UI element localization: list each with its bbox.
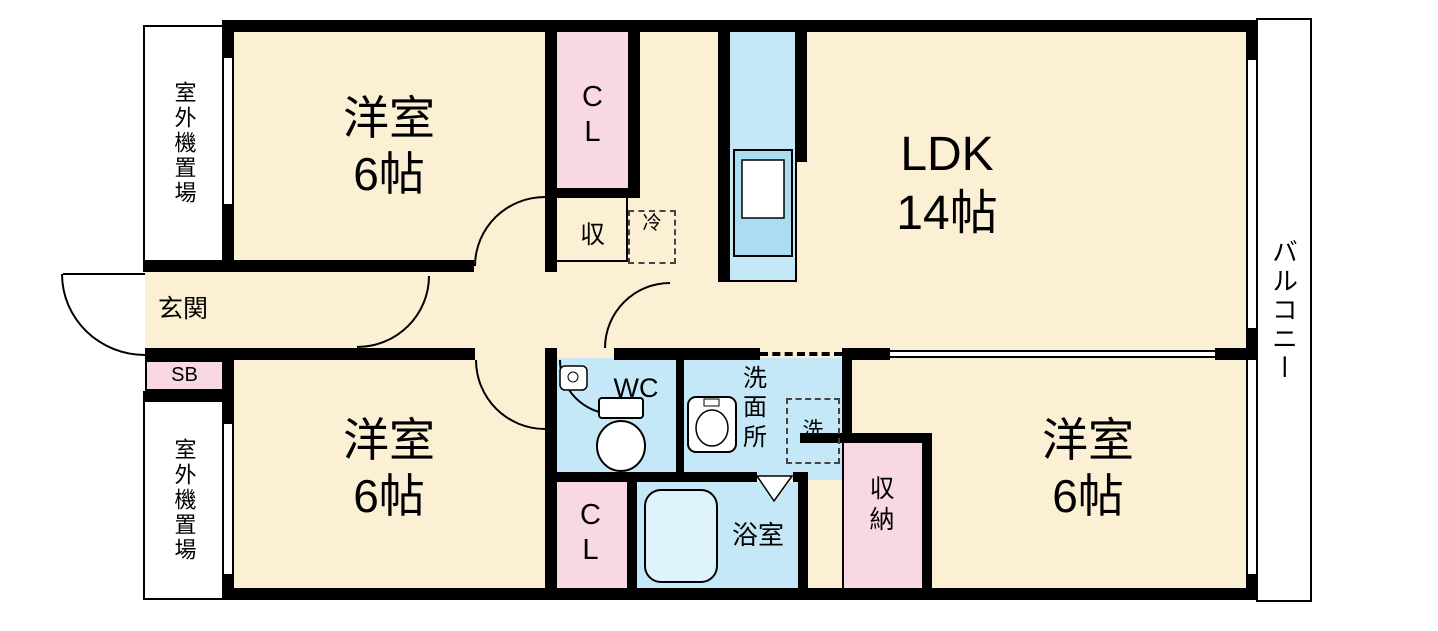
- wall-bedroom-bl-right: [545, 360, 557, 588]
- washer-space: [786, 398, 840, 464]
- wall-top: [222, 20, 1258, 32]
- kitchen-strip: [730, 32, 797, 280]
- bedroom-bottom-right-label: 洋室 6帖: [1042, 414, 1134, 523]
- small-storage-label: 収: [579, 221, 605, 249]
- balcony-label: バルコニー: [1268, 237, 1299, 383]
- washroom-sliding-door: [760, 352, 842, 356]
- wall-bath-right: [798, 472, 808, 588]
- wall-hall-east: [842, 348, 890, 360]
- outdoor-unit-top-label: 室外機置場: [171, 81, 197, 206]
- entrance-area: [145, 272, 222, 348]
- wall-junction-block: [545, 348, 557, 360]
- closet-top-label: C L: [582, 81, 603, 149]
- closet-top-area: [557, 32, 628, 188]
- wall-kitchen-left: [718, 20, 730, 282]
- line-kitchen-right-low: [795, 162, 797, 282]
- wall-bath-top: [557, 472, 757, 482]
- wall-storage-right: [922, 443, 932, 588]
- wall-closet-top-left: [545, 20, 557, 272]
- outdoor-unit-space-bottom: 室外機置場: [143, 400, 224, 600]
- shoebox-label: SB: [171, 364, 198, 386]
- outdoor-unit-bottom-label: 室外機置場: [171, 437, 197, 563]
- sliding-door-ldk-bedroom: [890, 350, 1215, 358]
- wall-bottom: [222, 588, 1258, 600]
- washroom-label: 洗 面 所: [743, 365, 767, 451]
- bedroom-top-label: 洋室 6帖: [343, 92, 435, 201]
- refrigerator-space: [628, 210, 676, 264]
- closet-bottom-label: C L: [580, 499, 601, 567]
- wall-storage-top: [800, 433, 932, 443]
- bedroom-bottom-left-label: 洋室 6帖: [343, 414, 435, 523]
- wall-hall-bottom: [145, 348, 475, 360]
- window-left-top: [222, 58, 234, 204]
- wall-entrance-top: [143, 262, 234, 272]
- storage-label: 収 納: [869, 475, 895, 534]
- small-storage-box: [557, 198, 628, 262]
- balcony: バルコニー: [1256, 18, 1312, 602]
- storage-area: [842, 443, 922, 588]
- ldk-label: LDK 14帖: [896, 128, 998, 240]
- wall-wc-right: [676, 358, 684, 480]
- line-storage-left: [842, 443, 844, 588]
- line-kitchen-bottom: [730, 280, 797, 282]
- wall-closet-bottom-right: [627, 480, 637, 588]
- entrance-label: 玄関: [157, 295, 208, 323]
- bathroom-label: 浴室: [731, 520, 784, 550]
- outdoor-unit-space-top: 室外機置場: [143, 25, 224, 262]
- shoebox-area: [145, 360, 224, 391]
- wc-label: WC: [613, 373, 659, 403]
- wall-kitchen-right: [795, 20, 807, 162]
- wall-wc-top: [614, 348, 760, 360]
- window-balcony-ldk: [1246, 60, 1258, 328]
- entrance-door-arc: [61, 274, 145, 356]
- refrigerator-label: 冷: [642, 213, 662, 234]
- wall-bedroom-top-bottom: [222, 260, 474, 272]
- window-left-bottom: [222, 424, 234, 574]
- wall-washroom-right: [842, 348, 852, 443]
- wall-shoebox-bottom: [143, 391, 234, 400]
- washer-label: 洗: [802, 419, 824, 442]
- window-balcony-bedroom: [1246, 360, 1258, 574]
- wall-ldk-south-stub: [1215, 348, 1246, 360]
- wall-closet-top-right: [628, 20, 640, 198]
- closet-bottom-area: [557, 482, 627, 588]
- wall-closet-top-bottom: [545, 188, 640, 198]
